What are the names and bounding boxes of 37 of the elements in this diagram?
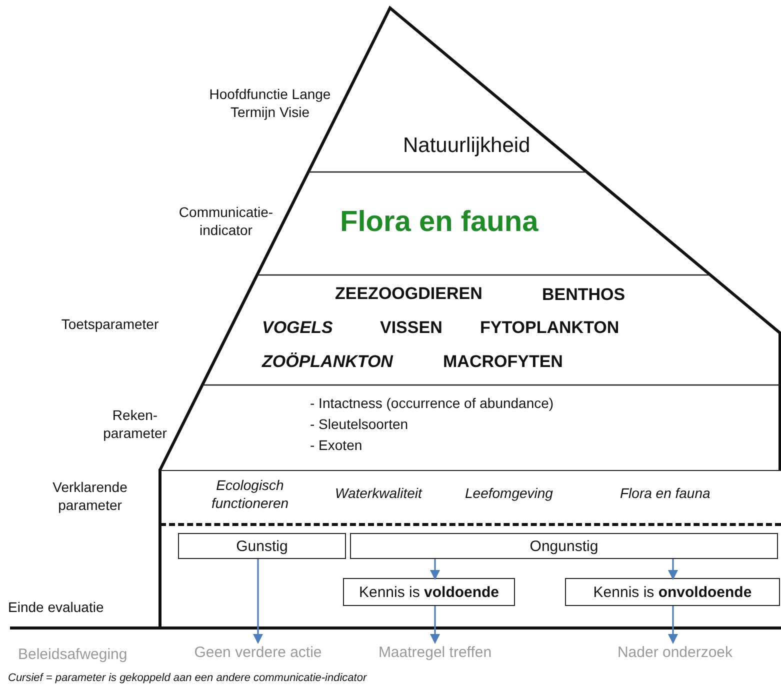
outcome-text: Geen verdere actie (178, 642, 338, 664)
decision-box: Kennis is voldoende (343, 578, 515, 606)
arrow (253, 559, 263, 644)
list-item: - Exoten (310, 437, 362, 453)
parameter-name: ZOÖPLANKTON (262, 352, 393, 372)
parameter-name: VOGELS (262, 318, 333, 338)
caption: Cursief = parameter is gekoppeld aan een andere communicatie-indicator (8, 672, 367, 684)
level-label: Reken- parameter (102, 406, 168, 442)
parameter-name: Waterkwaliteit (335, 485, 422, 502)
parameter-name: VISSEN (380, 318, 442, 338)
parameter-name: Ecologisch functioneren (210, 477, 290, 512)
parameter-band (160, 470, 781, 526)
parameter-name: BENTHOS (542, 285, 626, 305)
tier-title: Natuurlijkheid (403, 134, 530, 158)
outcome-text: Maatregel treffen (360, 642, 510, 664)
parameter-name: Leefomgeving (465, 485, 553, 502)
arrow (430, 559, 440, 580)
level-label: Verklarende parameter (52, 478, 128, 514)
list-item: - Sleutelsoorten (310, 416, 408, 432)
level-label: Toetsparameter (60, 315, 160, 334)
list-item: - Intactness (occurrence of abundance) (310, 395, 554, 411)
parameter-name: Flora en fauna (620, 485, 710, 502)
parameter-name: FYTOPLANKTON (480, 318, 620, 338)
parameter-name: MACROFYTEN (443, 352, 563, 372)
decision-box: Ongunstig (350, 533, 778, 559)
arrow (668, 559, 678, 580)
outcome-text: Nader onderzoek (600, 642, 750, 664)
level-label: Communicatie- indicator (178, 203, 274, 240)
level-label: Einde evaluatie (8, 598, 105, 616)
decision-box: Kennis is onvoldoende (565, 578, 780, 606)
decision-box: Gunstig (178, 533, 346, 559)
arrow (668, 606, 678, 644)
parameter-name: ZEEZOOGDIEREN (335, 284, 482, 304)
arrow (430, 606, 440, 644)
level-label: Hoofdfunctie Lange Termijn Visie (208, 85, 332, 122)
row-label: Beleidsafweging (18, 645, 128, 664)
tier-title: Flora en fauna (340, 206, 538, 239)
